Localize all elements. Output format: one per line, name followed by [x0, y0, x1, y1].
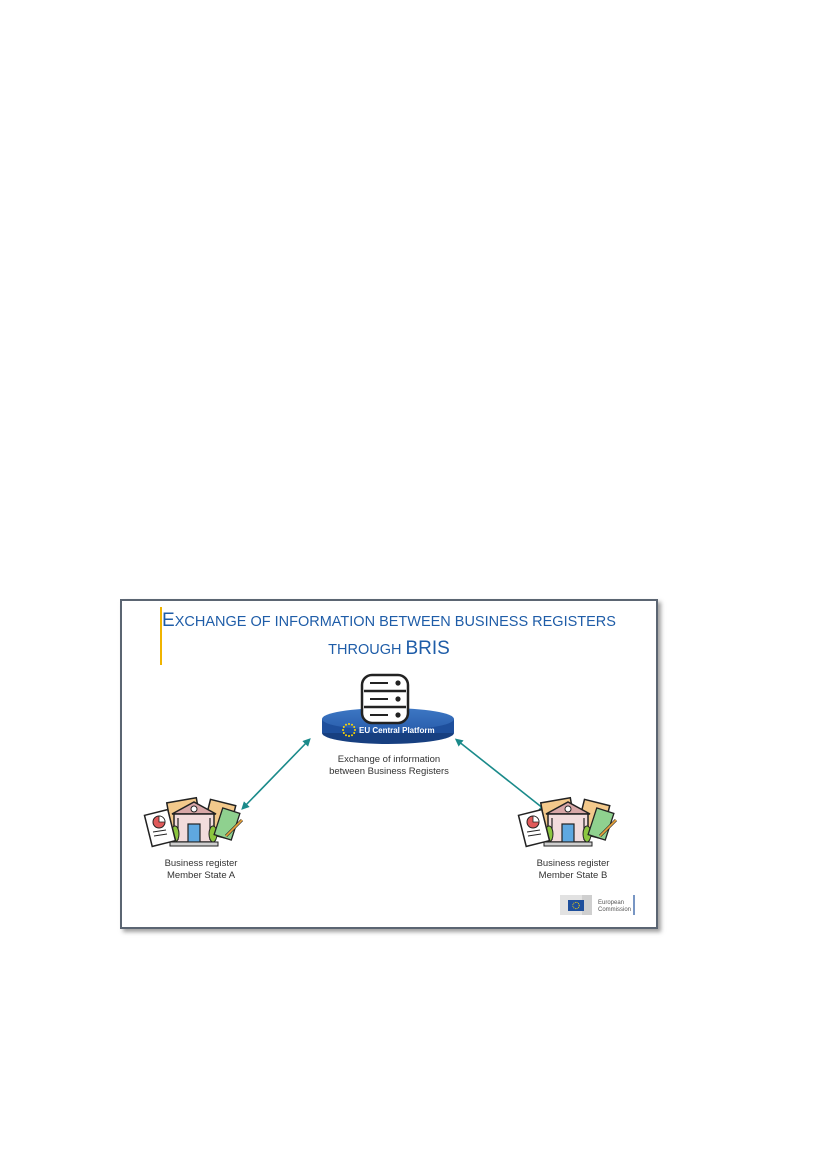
eu-stars-icon — [342, 723, 356, 737]
business-register-building-icon — [517, 796, 618, 848]
bris-diagram: EU Central Platform — [143, 673, 618, 848]
logo-line-2: Commission — [598, 907, 631, 913]
arrow-platform-to-register-a — [241, 738, 311, 810]
title-through: THROUGH — [328, 642, 406, 658]
platform-caption: Exchange of information between Business… — [319, 754, 459, 778]
platform-caption-line-1: Exchange of information — [337, 754, 441, 765]
title-rest: XCHANGE OF INFORMATION BETWEEN BUSINESS … — [174, 614, 616, 630]
register-a-caption: Business register Member State A — [142, 858, 260, 882]
title-initial: E — [162, 610, 175, 631]
title-bris: BRIS — [405, 638, 450, 659]
register-a-line-2: Member State A — [166, 870, 236, 881]
logo-line-1: European — [598, 900, 624, 906]
register-b-line-2: Member State B — [538, 870, 608, 881]
platform-label: EU Central Platform — [359, 726, 435, 735]
eu-flag-icon — [568, 900, 584, 911]
business-register-building-icon — [143, 796, 244, 848]
arrow-platform-to-register-b — [454, 738, 548, 812]
database-server-icon — [360, 673, 410, 725]
slide-title-line-1: EXCHANGE OF INFORMATION BETWEEN BUSINESS… — [122, 610, 656, 632]
register-a-line-1: Business register — [164, 858, 238, 869]
platform-caption-line-2: between Business Registers — [329, 766, 449, 777]
slide-title-line-2: THROUGH BRIS — [122, 638, 656, 660]
register-b-caption: Business register Member State B — [514, 858, 632, 882]
register-b-line-1: Business register — [536, 858, 610, 869]
slide: EXCHANGE OF INFORMATION BETWEEN BUSINESS… — [120, 599, 658, 929]
european-commission-logo: European Commission — [560, 895, 635, 915]
title-accent-bar — [160, 607, 162, 665]
